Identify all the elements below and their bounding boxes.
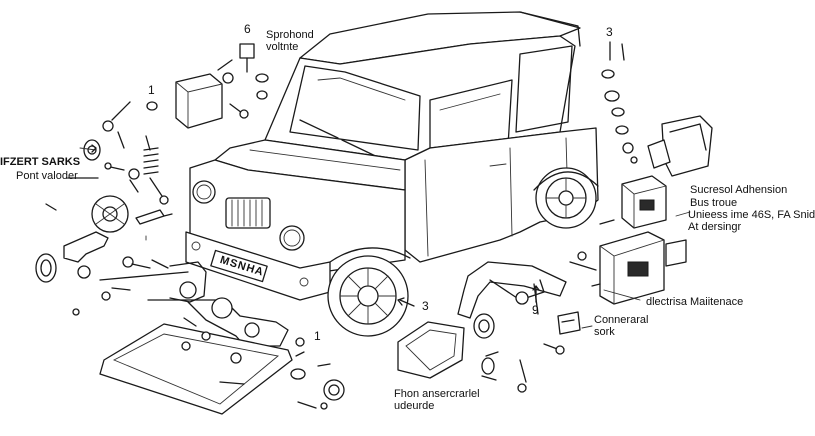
callout-3-mid: 3 bbox=[422, 299, 429, 313]
label-bus-troue: Bus troue bbox=[690, 197, 738, 209]
callout-1-bottom: 1 bbox=[314, 329, 321, 343]
label-pont-valoder: Pont valoder bbox=[16, 170, 78, 182]
label-fhon: Fhon ansercrarlel bbox=[394, 388, 480, 400]
label-dlectrisa: dlectrisa Maiitenace bbox=[646, 296, 744, 308]
vehicle-body bbox=[185, 11, 599, 337]
callout-1: 1 bbox=[148, 83, 155, 97]
callout-6: 6 bbox=[244, 22, 251, 36]
label-unieess: Unieess ime 46S, FA Snid bbox=[688, 209, 815, 221]
label-at-dersingr: At dersingr bbox=[688, 221, 742, 233]
right-parts-cluster bbox=[397, 41, 713, 393]
label-sprohond: Sprohond bbox=[266, 29, 314, 41]
callout-3-top: 3 bbox=[606, 25, 613, 39]
left-parts-cluster bbox=[35, 43, 345, 415]
label-voltnte: voltnte bbox=[266, 41, 299, 53]
label-sork: sork bbox=[594, 326, 615, 338]
label-uderde: udeurde bbox=[394, 400, 435, 412]
callout-9: 9 bbox=[532, 303, 539, 317]
label-conneraral: Conneraral bbox=[594, 314, 649, 326]
label-ifzert-sarks: IFZERT SARKS bbox=[0, 156, 81, 168]
label-sucresol-adhension: Sucresol Adhension bbox=[690, 184, 788, 196]
leader-lines bbox=[79, 144, 691, 329]
